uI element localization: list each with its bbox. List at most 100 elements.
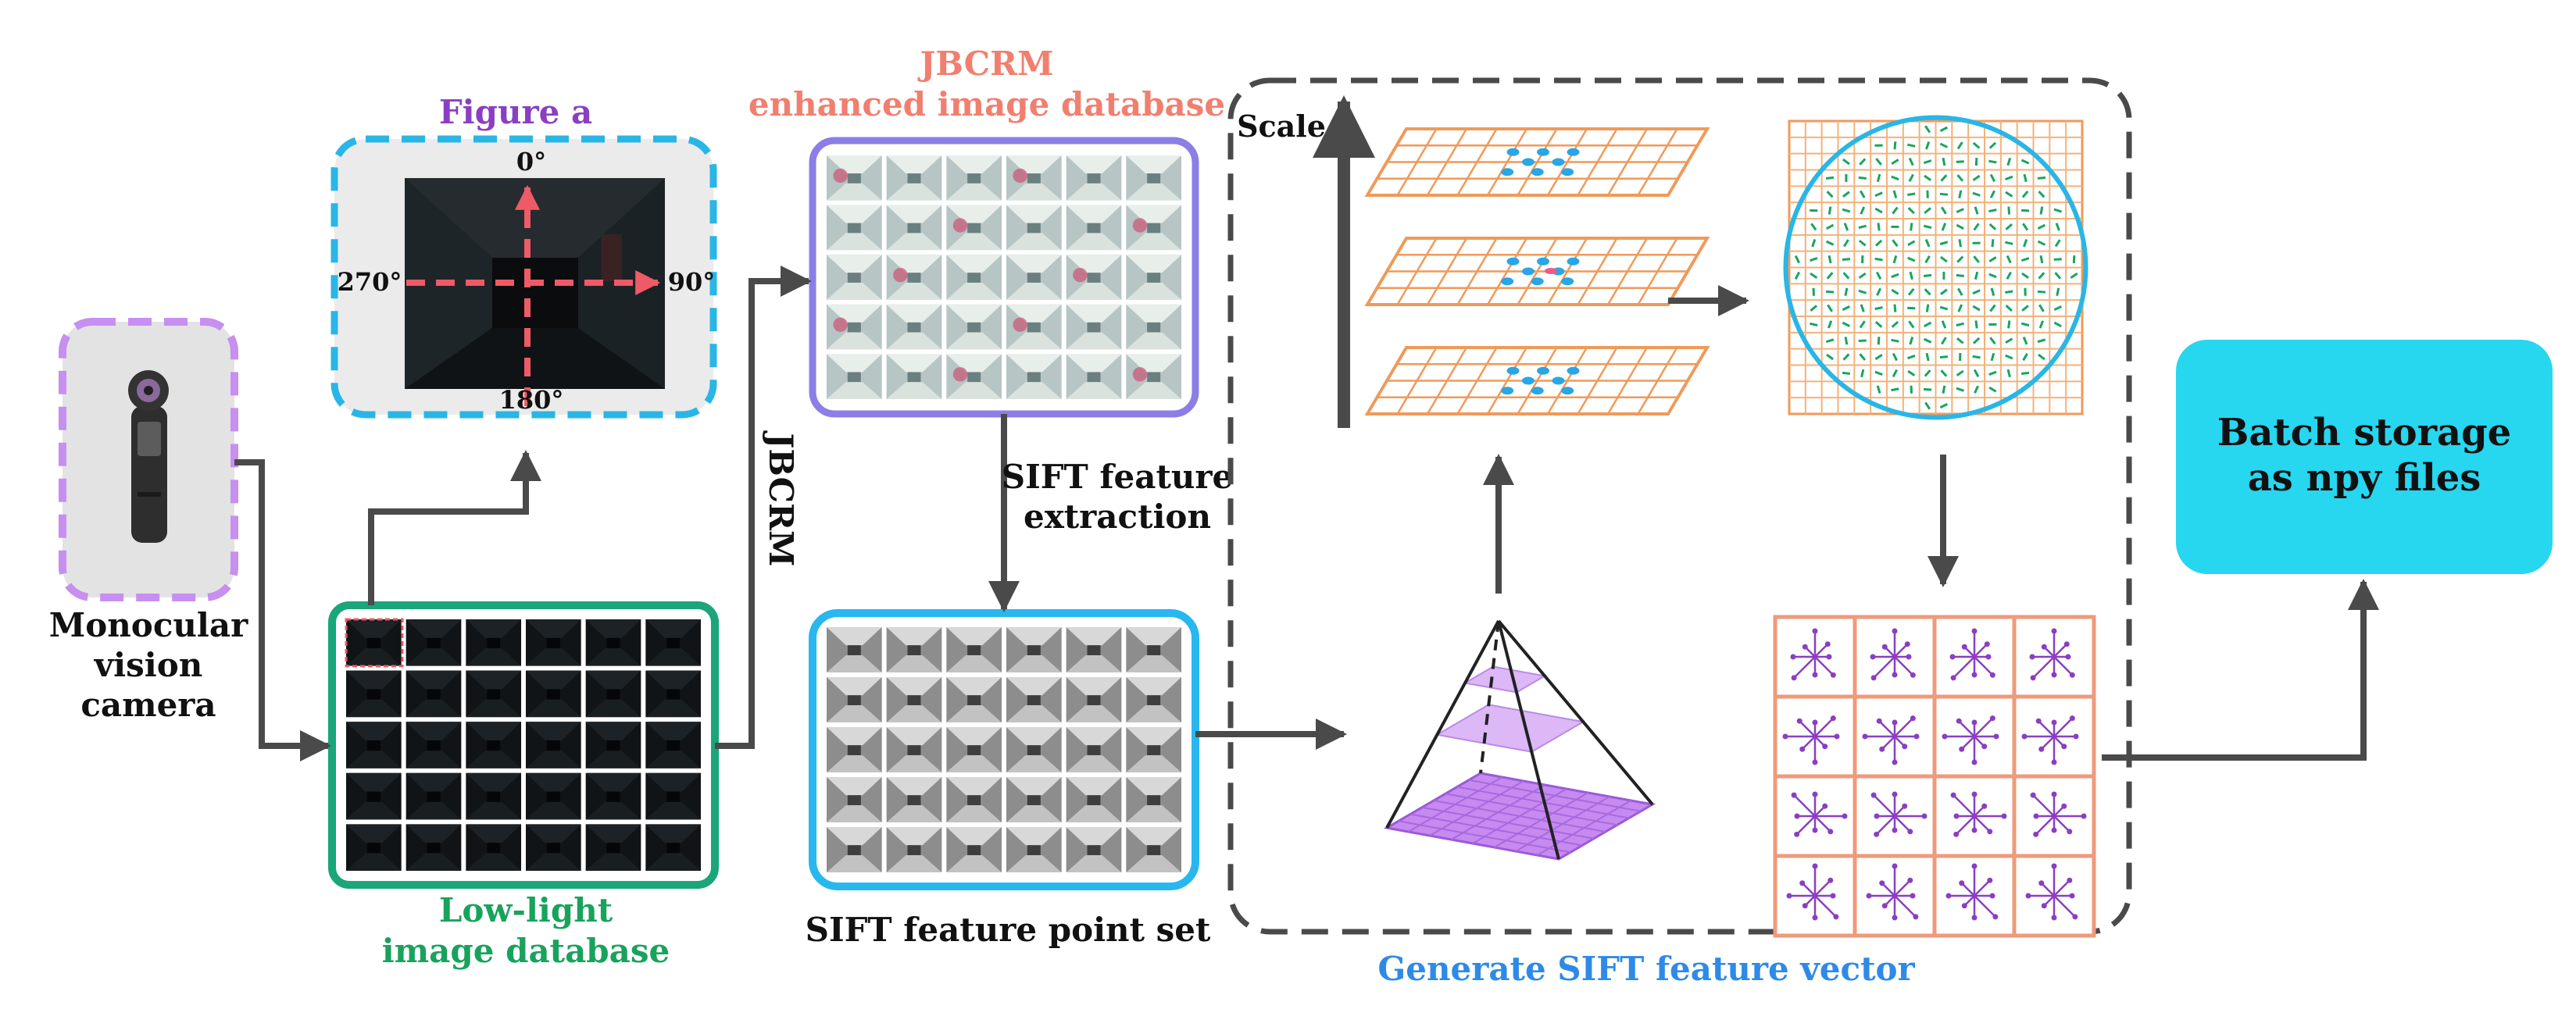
- gradient-arrow: [1989, 210, 1997, 212]
- thumbnail: [1006, 354, 1062, 399]
- thumbnail: [887, 727, 942, 772]
- keypoint-dot: [1522, 377, 1535, 385]
- thumbnail: [946, 677, 1002, 722]
- thumbnail: [1066, 727, 1122, 772]
- gradient-arrow: [2057, 288, 2059, 296]
- keypoint-dot: [1522, 268, 1535, 276]
- thumbnail: [1126, 155, 1181, 201]
- thumbnail: [1006, 305, 1062, 350]
- descriptor-grid: [1775, 617, 2094, 936]
- gradient-arrow: [1976, 158, 1977, 166]
- gradient-arrow: [1943, 386, 1945, 394]
- jbcrm-arrow-label: JBCRM: [762, 430, 800, 567]
- gradient-arrow: [2038, 177, 2045, 178]
- thumbnail: [946, 827, 1002, 872]
- sift-point-set-node: SIFT feature point set: [806, 613, 1211, 949]
- batch-label-line-1: Batch storage: [2217, 411, 2511, 455]
- gradient-arrow: [1875, 259, 1883, 260]
- thumbnail: [827, 677, 882, 722]
- keypoint-dot: [1561, 387, 1574, 394]
- thumbnail: [1126, 354, 1181, 399]
- thumbnail: [946, 205, 1002, 251]
- gradient-arrow: [1927, 305, 1928, 312]
- thumbnail: [1126, 727, 1181, 772]
- sift-vector-node: Scale Generate SIFT feature vector: [1231, 80, 2129, 988]
- gradient-arrow: [2041, 255, 2042, 263]
- thumbnail: [827, 255, 882, 300]
- gradient-arrow: [1842, 259, 1850, 260]
- keypoint-dot: [1537, 148, 1549, 156]
- gradient-arrow: [1943, 158, 1945, 166]
- thumbnail: [346, 722, 402, 768]
- thumbnail: [946, 155, 1002, 201]
- keypoint-dot: [1501, 168, 1513, 176]
- thumbnail: [827, 627, 882, 672]
- lowlight-label-line-1: Low-light: [439, 891, 613, 929]
- thumbnail: [586, 722, 641, 768]
- image-pyramid: [1387, 621, 1652, 859]
- keypoint-dot: [1507, 367, 1520, 375]
- thumbnail: [1066, 255, 1122, 300]
- figure-a-node: Figure a 0° 90° 180° 270°: [334, 93, 715, 415]
- scale-plane: [1367, 348, 1707, 414]
- gradient-arrow: [1891, 389, 1899, 390]
- camera-label-line-2: vision: [94, 646, 203, 684]
- thumbnail: [946, 627, 1002, 672]
- thumbnail: [346, 773, 402, 820]
- keypoint-dot: [1531, 168, 1544, 176]
- thumbnail: [1066, 354, 1122, 399]
- pyramid-level-middle: [1437, 704, 1583, 752]
- thumbnail: [887, 354, 942, 399]
- keypoint-dot: [1567, 258, 1580, 266]
- gradient-arrow: [2038, 291, 2045, 292]
- keypoint-dot: [1531, 277, 1544, 285]
- thumbnail: [645, 722, 701, 768]
- scale-label: Scale: [1237, 109, 1326, 144]
- pyramid-edge: [1481, 621, 1499, 773]
- thumbnail: [1066, 777, 1122, 822]
- angle-270-label: 270°: [338, 267, 402, 297]
- thumbnail: [526, 671, 581, 718]
- scale-space-planes: [1367, 129, 1707, 414]
- thumbnail: [887, 255, 942, 300]
- camera-label-line-3: camera: [80, 686, 216, 724]
- thumbnail: [827, 827, 882, 872]
- keypoint-dot: [1522, 159, 1535, 166]
- batch-label-line-2: as npy files: [2248, 456, 2481, 500]
- thumbnail: [406, 824, 462, 871]
- keypoint-dot: [1507, 148, 1520, 156]
- gradient-arrow: [1976, 320, 1977, 328]
- scale-plane: [1367, 238, 1707, 305]
- camera-icon: [128, 370, 169, 543]
- thumbnail: [1006, 205, 1062, 251]
- keypoint-dot: [1507, 258, 1520, 266]
- arrow-camera-to-lowlight: [234, 462, 328, 746]
- thumbnail: [1066, 827, 1122, 872]
- keypoint-dot: [1501, 277, 1513, 285]
- thumbnail: [466, 773, 521, 820]
- thumbnail: [645, 619, 701, 666]
- thumbnail: [1006, 777, 1062, 822]
- scale-plane: [1367, 129, 1707, 195]
- gradient-arrow: [1892, 340, 1899, 341]
- gradient-arrow: [1826, 177, 1834, 178]
- gradient-arrow: [1878, 223, 1879, 230]
- gradient-arrow: [1960, 191, 1961, 198]
- thumbnail: [586, 671, 641, 718]
- thumbnail: [887, 827, 942, 872]
- gradient-arrow: [2009, 320, 2010, 328]
- thumbnail: [346, 824, 402, 871]
- thumbnail: [827, 777, 882, 822]
- thumbnail: [1066, 677, 1122, 722]
- keypoint-dot: [1567, 367, 1580, 375]
- enhanced-title-line-2: enhanced image database: [749, 85, 1225, 123]
- sift-vector-caption: Generate SIFT feature vector: [1377, 950, 1915, 988]
- center-keypoint: [1545, 268, 1557, 274]
- thumbnail: [1126, 255, 1181, 300]
- arrow-lowlight-to-figure-a: [371, 453, 526, 605]
- keypoint-dot: [1552, 377, 1564, 385]
- thumbnail: [586, 619, 641, 666]
- sift-point-set-label: SIFT feature point set: [806, 911, 1211, 949]
- gradient-arrow: [1988, 161, 1996, 162]
